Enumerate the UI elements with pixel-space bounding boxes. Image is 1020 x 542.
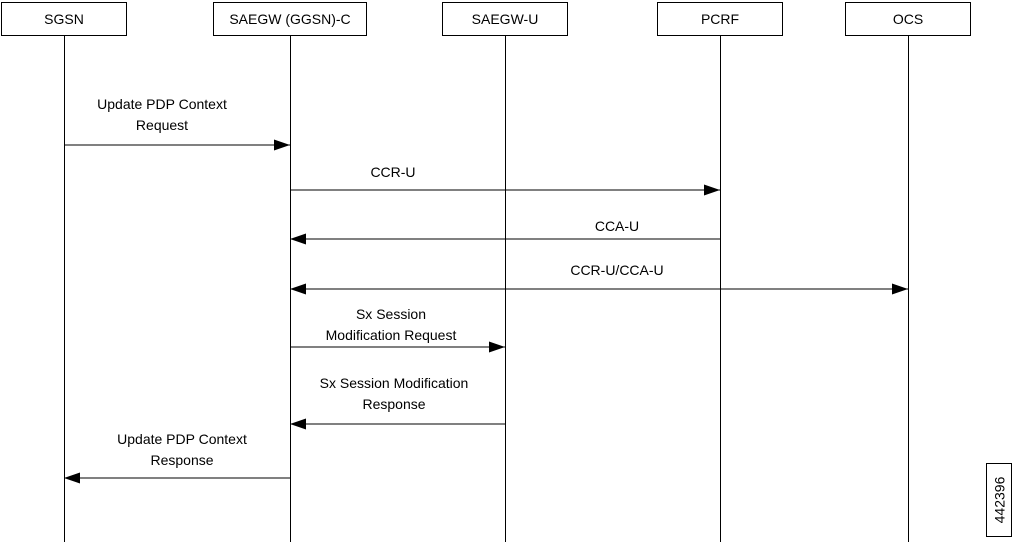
lifeline-saegw-c xyxy=(290,36,291,542)
lifeline-ocs xyxy=(908,36,909,542)
message-label-7: Update PDP Context Response xyxy=(117,431,247,468)
node-sgsn: SGSN xyxy=(1,2,127,36)
message-arrow-4 xyxy=(290,283,908,295)
node-ocs: OCS xyxy=(845,2,971,36)
node-saegw-c: SAEGW (GGSN)-C xyxy=(213,2,367,36)
message-arrow-1 xyxy=(64,139,290,151)
message-arrow-5 xyxy=(290,341,505,353)
node-saegw-u: SAEGW-U xyxy=(442,2,568,36)
lifeline-saegw-u xyxy=(505,36,506,542)
message-arrow-7 xyxy=(64,472,290,484)
message-label-1: Update PDP Context Request xyxy=(97,96,227,133)
message-label-2: CCR-U xyxy=(370,164,416,180)
lifeline-sgsn xyxy=(64,36,65,542)
lifeline-pcrf xyxy=(720,36,721,542)
figure-id: 442396 xyxy=(986,463,1012,537)
message-label-5: Sx Session Modification Request xyxy=(325,306,457,343)
node-pcrf: PCRF xyxy=(657,2,783,36)
message-label-4: CCR-U/CCA-U xyxy=(570,262,664,278)
message-label-3: CCA-U xyxy=(594,218,640,234)
figure-id-text: 442396 xyxy=(991,476,1007,524)
message-arrow-6 xyxy=(290,418,505,430)
message-label-6: Sx Session Modification Response xyxy=(319,375,469,412)
